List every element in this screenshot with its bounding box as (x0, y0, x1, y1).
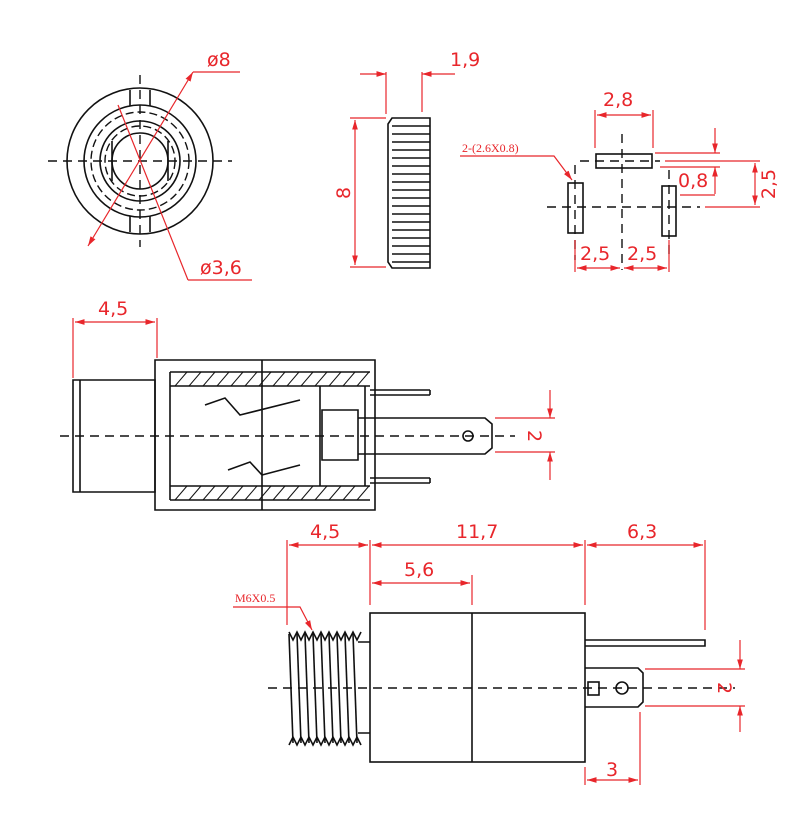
drawing-line (230, 371, 244, 387)
drawing-line (202, 371, 216, 387)
drawing-line (258, 371, 272, 387)
top-pad-width-label: 2,8 (603, 89, 633, 111)
nut-view: 1,9 8 (333, 49, 480, 269)
bottom-tab-width-label: 2 (713, 682, 735, 694)
body-length-label: 11,7 (456, 521, 498, 543)
drawing-line (300, 371, 314, 387)
inner-diameter-label: ø3,6 (200, 257, 242, 279)
drawing-line (300, 485, 314, 501)
drawing-line (286, 371, 300, 387)
side-section-view: 4,5 2 (60, 298, 555, 511)
drawing-line (342, 371, 356, 387)
right-spacing-label: 2,5 (627, 243, 657, 265)
drawing-line (216, 485, 230, 501)
bottom-view: 4,5 11,7 6,3 5,6 M6X0.5 2 3 (233, 521, 745, 785)
drawing-line (286, 485, 300, 501)
thread-profile (288, 630, 362, 642)
front-view: ø8 ø3,6 (48, 49, 252, 281)
nut-thickness-label: 1,9 (450, 49, 480, 71)
nut-height-label: 8 (333, 187, 355, 199)
pin-extension-label: 6,3 (627, 521, 657, 543)
drawing-line (174, 485, 188, 501)
drawing-line (258, 485, 272, 501)
drawing-line (320, 633, 326, 744)
outer-diameter-label: ø8 (207, 49, 231, 71)
drawing-line (230, 485, 244, 501)
drawing-line (328, 485, 342, 501)
front-body-length-label: 5,6 (404, 559, 434, 581)
tab-length-label: 3 (606, 759, 618, 781)
thread-note-label: M6X0.5 (235, 591, 275, 605)
drawing-line (356, 485, 370, 501)
drawing-line (314, 485, 328, 501)
drawing-line (244, 371, 258, 387)
drawing-line (188, 371, 202, 387)
thread-length-label: 4,5 (310, 521, 340, 543)
drawing-line (356, 371, 370, 387)
drawing-line (272, 371, 286, 387)
drawing-line (272, 485, 286, 501)
drawing-line (314, 371, 328, 387)
pad-offset-small-label: 0,8 (678, 170, 708, 192)
drawing-line (336, 633, 342, 744)
pad-note-label: 2-(2.6X0.8) (462, 141, 519, 155)
drawing-line (188, 485, 202, 501)
drawing-line (328, 371, 342, 387)
drawing-line (202, 485, 216, 501)
drawing-line (174, 371, 188, 387)
drawing-line (342, 485, 356, 501)
pcb-layout: 2,8 2-(2.6X0.8) 0,8 2,5 2,5 2,5 (460, 89, 780, 272)
left-spacing-label: 2,5 (580, 243, 610, 265)
side-tab-width-label: 2 (523, 430, 545, 442)
drawing-line (244, 485, 258, 501)
drawing-line (216, 371, 230, 387)
pad-offset-vertical-label: 2,5 (758, 169, 780, 199)
front-length-label: 4,5 (98, 298, 128, 320)
drawing-line (352, 633, 358, 744)
